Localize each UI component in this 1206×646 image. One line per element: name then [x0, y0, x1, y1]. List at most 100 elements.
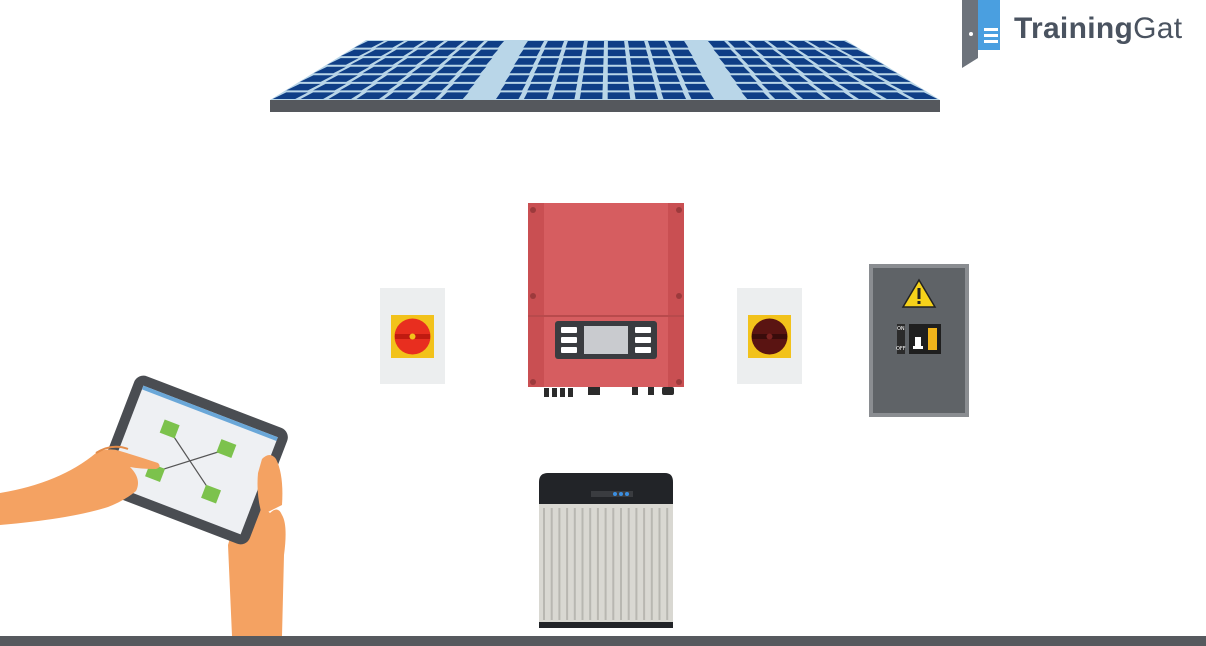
warning-icon [901, 278, 937, 308]
tablet-with-hands [0, 373, 291, 636]
solar-cell [830, 58, 861, 65]
solar-cell [354, 41, 385, 48]
solar-cell [396, 41, 425, 48]
battery-fin [589, 508, 592, 620]
solar-cell [607, 66, 628, 74]
battery-fin [666, 508, 669, 620]
solar-cell [397, 58, 426, 65]
solar-cell [530, 75, 555, 82]
solar-cell [584, 58, 604, 65]
dc-isolator[interactable] [380, 288, 445, 384]
solar-cell [819, 49, 849, 57]
solar-cell [460, 66, 487, 74]
solar-cell [741, 92, 770, 99]
battery-fin [573, 508, 576, 620]
solar-cell [632, 75, 655, 82]
solar-cell [481, 41, 505, 48]
solar-cell [327, 58, 359, 65]
solar-cell [500, 83, 526, 91]
battery-fin [627, 508, 630, 620]
solar-cell [453, 75, 481, 82]
solar-cell [755, 49, 782, 57]
solar-cell [373, 58, 404, 65]
solar-cell [713, 49, 738, 57]
distribution-board[interactable]: ON OFF [869, 264, 969, 417]
solar-cell [544, 41, 565, 48]
switch-off-label: OFF [896, 346, 906, 352]
solar-cell [561, 58, 582, 65]
solar-cell [300, 92, 335, 99]
solar-cell [877, 75, 911, 82]
solar-cell [313, 83, 347, 91]
solar-cell [444, 58, 471, 65]
solar-cell [417, 41, 445, 48]
solar-cell [541, 49, 562, 57]
solar-cell [652, 58, 674, 65]
solar-cell [523, 92, 549, 99]
solar-cell [654, 66, 677, 74]
solar-cell [467, 58, 493, 65]
tablet-icon[interactable] [93, 373, 291, 548]
ac-isolator[interactable] [737, 288, 802, 384]
solar-cell [579, 92, 603, 99]
battery-fin [658, 508, 661, 620]
solar-cell [286, 83, 321, 91]
ac-isolator-icon [748, 315, 791, 358]
solar-cell [387, 66, 417, 74]
solar-cell [356, 92, 389, 99]
solar-cell [411, 66, 440, 74]
solar-cell [724, 66, 751, 74]
solar-cell [607, 83, 630, 91]
solar-cell [563, 49, 583, 57]
solar-cell [436, 66, 463, 74]
solar-cell [730, 75, 757, 82]
solar-cell [634, 92, 659, 99]
solar-cell [838, 83, 871, 91]
solar-cell [447, 83, 475, 91]
solar-cell [313, 66, 347, 74]
solar-cell [659, 83, 683, 91]
solar-cell [272, 92, 308, 99]
solar-cell [812, 83, 844, 91]
battery-fin [558, 508, 561, 620]
battery-fin [635, 508, 638, 620]
inverter-display [584, 326, 628, 354]
solar-cell [474, 49, 499, 57]
solar-cell [607, 75, 629, 82]
solar-cell [420, 58, 448, 65]
solar-cell [534, 66, 557, 74]
solar-cell [747, 41, 773, 48]
solar-cell [840, 49, 871, 57]
logo-text: TrainingGat [1014, 12, 1182, 46]
solar-cell [556, 75, 579, 82]
battery-fins [543, 508, 669, 620]
solar-cell [402, 75, 432, 82]
solar-cell [768, 92, 798, 99]
solar-cell [514, 58, 537, 65]
solar-cell [727, 41, 752, 48]
battery-fin [620, 508, 622, 620]
solar-cell [798, 49, 827, 57]
solar-cell [607, 49, 626, 57]
solar-cell [719, 58, 744, 65]
dc-isolator-icon [391, 315, 434, 358]
solar-cell [779, 75, 809, 82]
solar-cell [607, 92, 631, 99]
solar-cell [565, 41, 585, 48]
solar-cell [875, 92, 910, 99]
solar-cell [362, 49, 393, 57]
solar-cell [440, 92, 469, 99]
solar-cell [607, 58, 627, 65]
logo-brand-part1: Training [1014, 12, 1134, 45]
solar-cell [558, 66, 580, 74]
solar-cell [412, 92, 442, 99]
solar-cell [438, 41, 465, 48]
solar-cell [420, 83, 449, 91]
ground-bar [0, 636, 1206, 646]
solar-cell [518, 49, 541, 57]
solar-cell [803, 75, 834, 82]
solar-cell [393, 83, 424, 91]
solar-cell [865, 66, 898, 74]
solar-cell [607, 41, 625, 48]
solar-cell [771, 66, 800, 74]
